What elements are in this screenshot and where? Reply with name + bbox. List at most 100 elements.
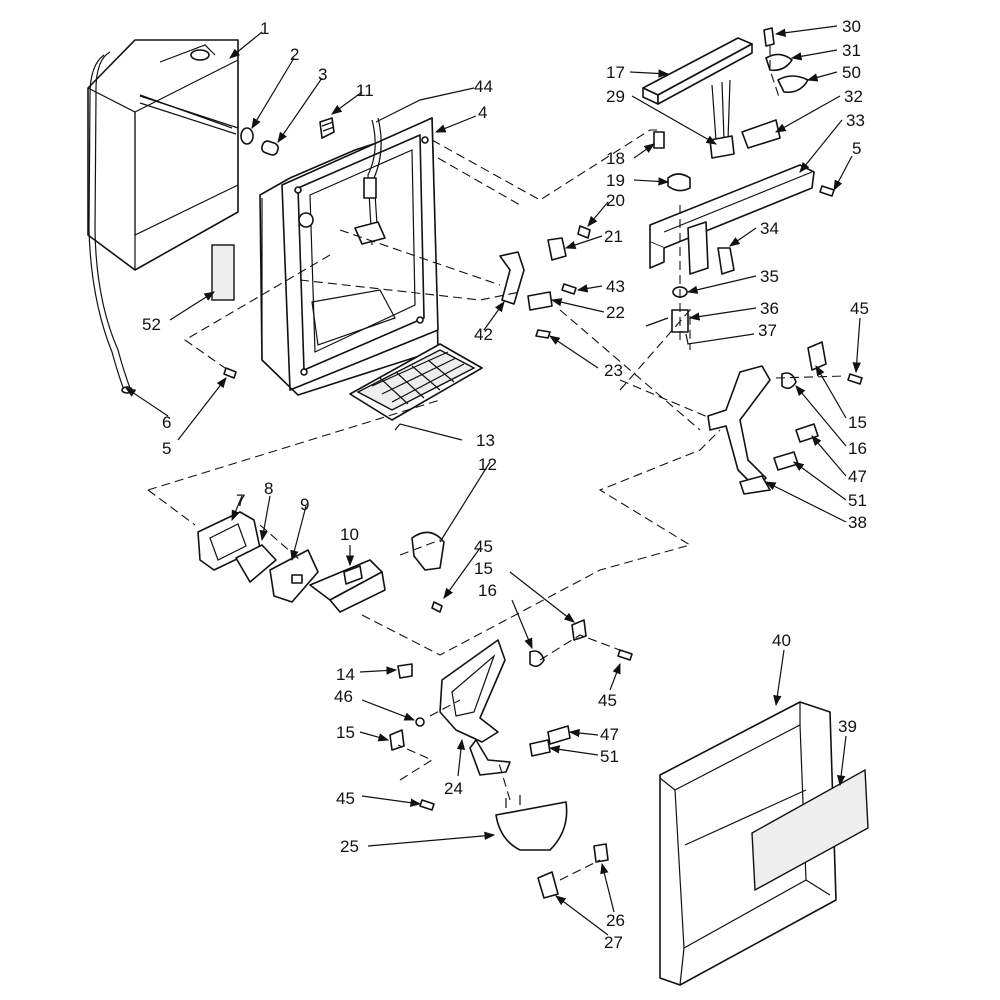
label-part-2: 2: [290, 45, 299, 64]
label-part-34: 34: [760, 219, 779, 238]
part-number-labels: 1 2 3 11 44 4 52 6 5 13 12 7 8 9 10 45 1…: [142, 17, 869, 952]
leader-lines: [125, 25, 861, 936]
label-part-12: 12: [478, 455, 497, 474]
label-part-15-b: 15: [336, 723, 355, 742]
part-screw-43: [561, 283, 577, 295]
label-part-27: 27: [604, 933, 623, 952]
label-part-32: 32: [844, 87, 863, 106]
label-part-44: 44: [474, 77, 493, 96]
label-part-33: 33: [846, 111, 865, 130]
part-plate-hole: [291, 574, 303, 584]
label-part-19: 19: [606, 171, 625, 190]
part-washer: [240, 127, 254, 145]
label-part-46: 46: [334, 687, 353, 706]
label-part-43: 43: [606, 277, 625, 296]
label-part-5-right: 5: [852, 139, 861, 158]
part-ice-bucket: [87, 39, 239, 271]
part-drip-cup-tabs: [505, 795, 521, 808]
part-pad: [397, 663, 413, 679]
label-part-40: 40: [772, 631, 791, 650]
part-lever-42: [499, 251, 525, 305]
label-part-18: 18: [606, 149, 625, 168]
label-part-29: 29: [606, 87, 625, 106]
part-top-channel: [642, 37, 753, 105]
label-part-38: 38: [848, 513, 867, 532]
part-screw-45a: [431, 601, 443, 613]
part-foam-block: [211, 244, 235, 301]
part-seal: [235, 544, 277, 583]
label-part-23: 23: [604, 361, 623, 380]
label-part-42: 42: [474, 325, 493, 344]
label-part-39: 39: [838, 717, 857, 736]
part-clip-21: [547, 237, 567, 261]
label-part-36: 36: [760, 299, 779, 318]
part-screw-45b: [617, 649, 633, 661]
part-lever-arm: [439, 639, 511, 776]
label-part-25: 25: [340, 837, 359, 856]
part-clip-15a: [571, 619, 587, 641]
part-drip-grille: [349, 343, 483, 421]
label-part-5-left: 5: [162, 439, 171, 458]
label-part-47-b: 47: [848, 467, 867, 486]
part-bushing: [261, 140, 279, 156]
label-part-13: 13: [476, 431, 495, 450]
part-bracket-small: [354, 221, 386, 245]
part-connector: [363, 177, 377, 199]
label-part-35: 35: [760, 267, 779, 286]
part-light-cover: [537, 871, 559, 899]
part-gasket-inner: [209, 523, 247, 561]
label-part-20: 20: [606, 191, 625, 210]
label-part-45-d: 45: [850, 299, 869, 318]
part-wires-29: [711, 79, 731, 141]
part-spring-16a: [529, 650, 545, 668]
label-part-45-a: 45: [474, 537, 493, 556]
label-part-47-a: 47: [600, 725, 619, 744]
label-part-50: 50: [842, 63, 861, 82]
part-clip-15b: [389, 729, 405, 751]
part-label-panel: [751, 768, 869, 892]
part-front-panel: [659, 701, 837, 986]
part-switch-bracket: [309, 559, 386, 613]
label-part-30: 30: [842, 17, 861, 36]
part-clip-50: [777, 75, 809, 94]
label-part-31: 31: [842, 41, 861, 60]
part-screw-5c: [819, 185, 835, 197]
part-pad-51b: [773, 451, 799, 471]
part-solenoid-34: [717, 247, 735, 275]
label-part-4: 4: [478, 103, 487, 122]
label-part-1: 1: [260, 19, 269, 38]
part-screw-20: [577, 225, 591, 239]
part-pin-37: [645, 317, 669, 327]
part-clip-15c: [807, 341, 827, 371]
part-screw: [223, 367, 237, 379]
part-spring-16b: [781, 372, 797, 390]
part-washer-46: [415, 717, 425, 727]
label-part-9: 9: [300, 495, 309, 514]
label-part-15-a: 15: [474, 559, 493, 578]
label-part-17: 17: [606, 63, 625, 82]
part-actuator: [411, 531, 445, 571]
part-bracket-32: [741, 119, 781, 149]
label-part-14: 14: [336, 665, 355, 684]
label-part-7: 7: [236, 491, 245, 510]
part-screw-26: [593, 843, 609, 863]
part-pad-51a: [529, 739, 551, 757]
part-wire-harness: [367, 119, 376, 246]
label-part-3: 3: [318, 65, 327, 84]
label-part-45-b: 45: [598, 691, 617, 710]
assembly-lines: [147, 46, 846, 881]
label-part-37: 37: [758, 321, 777, 340]
label-part-24: 24: [444, 779, 463, 798]
part-screw-45c: [419, 799, 435, 811]
part-screw-18: [653, 131, 665, 149]
label-part-26: 26: [606, 911, 625, 930]
label-part-16-a: 16: [478, 581, 497, 600]
label-part-10: 10: [340, 525, 359, 544]
label-part-45-c: 45: [336, 789, 355, 808]
label-part-15-c: 15: [848, 413, 867, 432]
part-clip-22: [527, 291, 553, 311]
label-part-16-b: 16: [848, 439, 867, 458]
part-screw-30: [763, 27, 775, 47]
